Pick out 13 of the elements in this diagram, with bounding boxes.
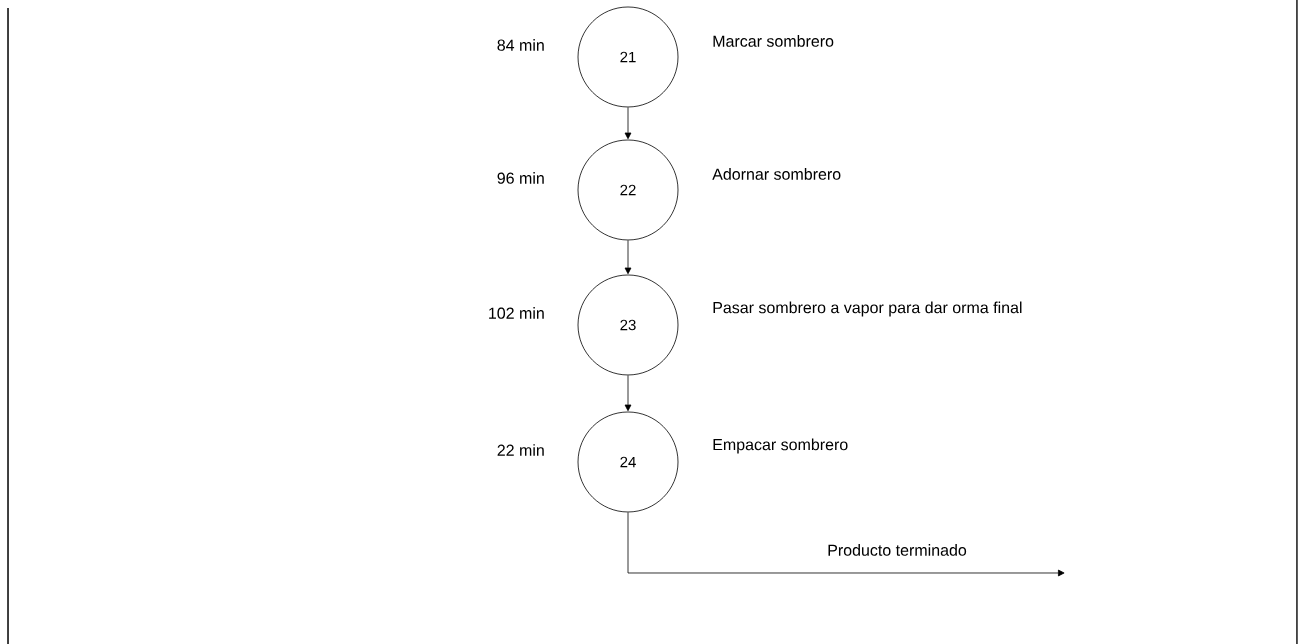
duration-label: 96 min <box>497 172 544 184</box>
step-description: Marcar sombrero <box>713 35 834 47</box>
duration-label: 22 min <box>497 444 544 456</box>
step-description: Adornar sombrero <box>712 168 841 180</box>
arrow <box>624 107 632 140</box>
duration-label: 84 min <box>497 39 544 51</box>
step-description: Empacar sombrero <box>713 438 848 454</box>
arrow <box>624 240 632 275</box>
step-description: Pasar sombrero a vapor para dar orma final <box>713 301 1022 317</box>
arrow <box>627 512 1065 577</box>
duration-label: 102 min <box>489 307 544 319</box>
edge-label: Producto terminado <box>828 544 967 556</box>
arrow <box>624 375 632 412</box>
